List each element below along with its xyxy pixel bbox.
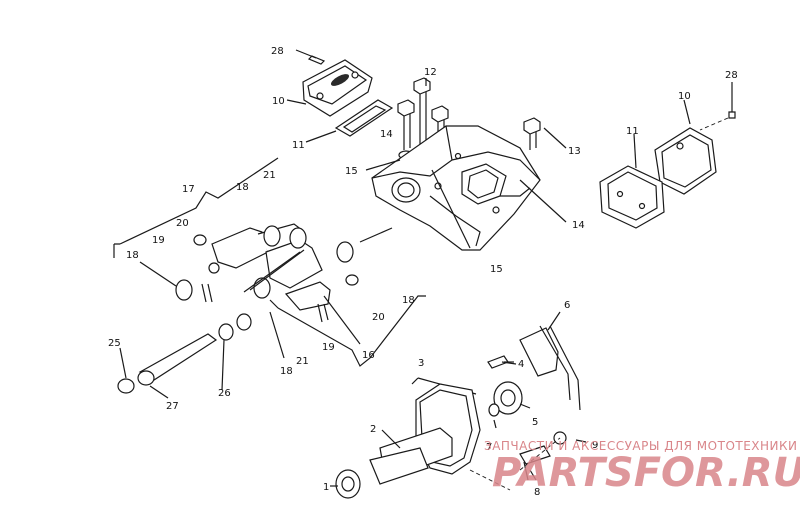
rocker-shaft	[117, 313, 252, 399]
label-7: 7	[486, 442, 492, 453]
label-19-left: 19	[152, 235, 165, 246]
label-21-bottom: 21	[296, 356, 309, 367]
label-15-right: 15	[490, 264, 503, 275]
label-8: 8	[534, 487, 540, 498]
label-20-right: 20	[372, 312, 385, 323]
label-3: 3	[418, 358, 424, 369]
right-cover-assembly	[599, 82, 736, 229]
label-26: 26	[218, 388, 231, 399]
label-4: 4	[518, 359, 524, 370]
label-1: 1	[323, 482, 329, 493]
label-27: 27	[166, 401, 179, 412]
label-11-left: 11	[292, 140, 305, 151]
label-10-right: 10	[678, 91, 691, 102]
label-19-right: 19	[322, 342, 335, 353]
callout-labels: 1 2 3 4 5 6 7 8 9 10 10 11 11 12 13 14 1…	[108, 46, 738, 498]
watermark-logo: PARTSFOR.RU	[492, 450, 800, 496]
camshaft-assembly	[330, 311, 587, 499]
label-12: 12	[424, 67, 437, 78]
label-9: 9	[592, 440, 598, 451]
label-28-right: 28	[725, 70, 738, 81]
cylinder-head	[365, 125, 567, 251]
label-5: 5	[532, 417, 538, 428]
label-6: 6	[564, 300, 570, 311]
left-cover-assembly	[286, 49, 394, 143]
label-28-left: 28	[271, 46, 284, 57]
label-14-left: 14	[380, 129, 393, 140]
label-15-left: 15	[345, 166, 358, 177]
label-18-right: 18	[402, 295, 415, 306]
label-18-left: 18	[126, 250, 139, 261]
label-14-right: 14	[572, 220, 585, 231]
watermark: ЗАПЧАСТИ И АКСЕССУАРЫ ДЛЯ МОТОТЕХНИКИ PA…	[484, 439, 800, 496]
label-21-top: 21	[263, 170, 276, 181]
label-25: 25	[108, 338, 121, 349]
label-13: 13	[568, 146, 581, 157]
label-16: 16	[362, 350, 375, 361]
label-17: 17	[182, 184, 195, 195]
label-18-top: 18	[236, 182, 249, 193]
label-11-right: 11	[626, 126, 639, 137]
rocker-arm-assembly	[113, 157, 426, 367]
label-2: 2	[370, 424, 376, 435]
label-20-left: 20	[176, 218, 189, 229]
watermark-caption: ЗАПЧАСТИ И АКСЕССУАРЫ ДЛЯ МОТОТЕХНИКИ	[484, 439, 798, 453]
label-18-bottom: 18	[280, 366, 293, 377]
label-10-left: 10	[272, 96, 285, 107]
